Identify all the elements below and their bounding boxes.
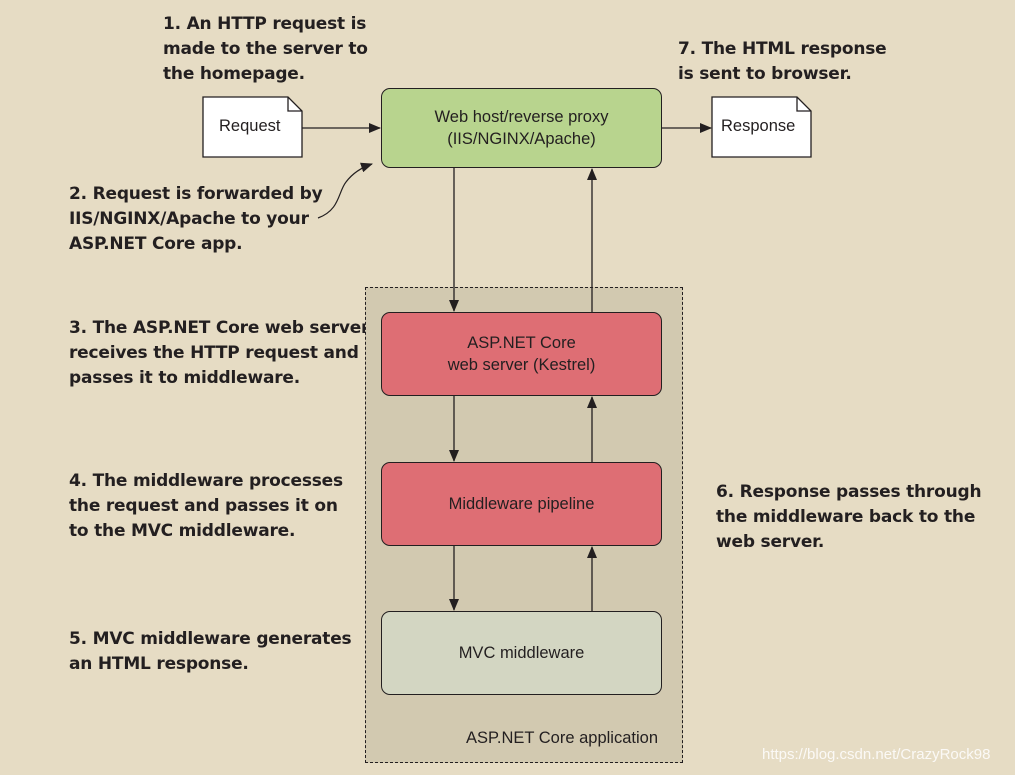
step-6-note: 6. Response passes through the middlewar… [716,482,982,552]
step-2-callout-arrow [317,162,373,219]
step-2-note: 2. Request is forwarded by IIS/NGINX/Apa… [69,184,323,254]
request-document-icon [202,96,303,158]
step-3-note: 3. The ASP.NET Core web server receives … [69,318,370,388]
step-7-note: 7. The HTML response is sent to browser. [678,39,887,84]
step-4-note: 4. The middleware processes the request … [69,471,343,541]
container-label: ASP.NET Core application [466,729,658,747]
kestrel-web-server-box: ASP.NET Core web server (Kestrel) [381,312,662,396]
step-5-note: 5. MVC middleware generates an HTML resp… [69,629,352,674]
middleware-pipeline-box: Middleware pipeline [381,462,662,546]
mvc-middleware-box: MVC middleware [381,611,662,695]
response-document-icon [711,96,812,158]
response-label: Response [721,117,796,135]
web-host-reverse-proxy-box: Web host/reverse proxy (IIS/NGINX/Apache… [381,88,662,168]
step-1-note: 1. An HTTP request is made to the server… [163,14,368,84]
watermark: https://blog.csdn.net/CrazyRock98 [762,746,991,763]
request-label: Request [219,117,281,135]
